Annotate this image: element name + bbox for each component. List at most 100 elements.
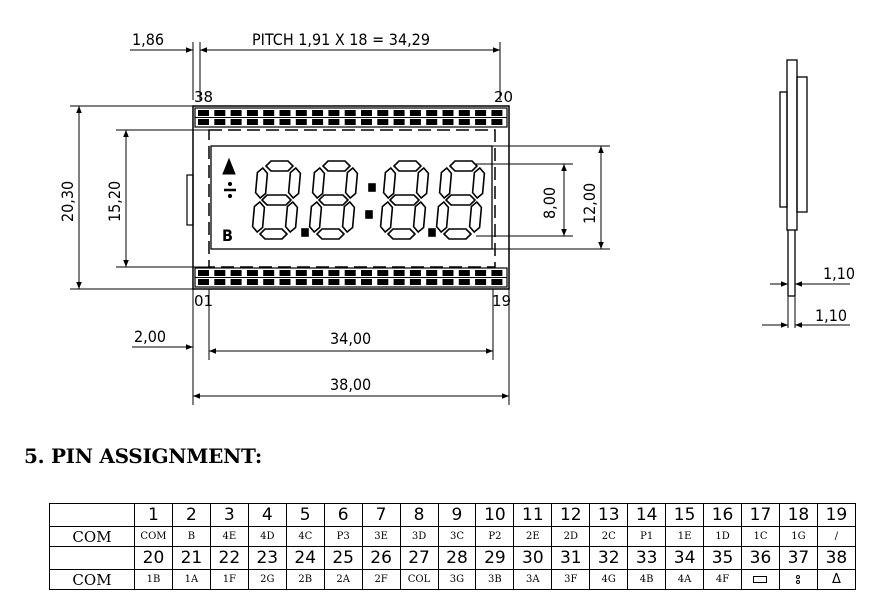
lcd-mechanical-drawing: B 1,86 PITCH 1,91 X 18 = 34,29 20,30 [58,30,855,405]
display-window [210,145,493,250]
pin-number: 6 [323,503,363,527]
pin-number: 23 [247,546,287,570]
top-pin-strip [194,107,508,128]
pin-pad [198,279,209,285]
pin-pad [312,110,324,116]
segment-cell: 2F [361,569,401,590]
pin-pad [361,270,372,276]
pin-pad [246,119,258,125]
pin-pad [409,279,421,285]
battery-label: B [222,226,233,245]
pin-pad [312,270,324,276]
viewing-area [208,129,496,268]
pin-number: 2 [171,503,211,527]
pin-pad [312,119,324,125]
dim-overall-width: 38,00 [330,375,371,394]
pin-pad [214,110,226,116]
segment-cell: P3 [323,526,363,547]
pin-pad [295,110,307,116]
pin-pad [409,270,421,276]
pin-pad [344,119,356,125]
digit-segment [251,200,266,234]
pin-pad [344,110,356,116]
segment-cell: 4B [627,569,667,590]
digit-segment [379,200,394,234]
digit-segment [468,200,483,234]
segment-cell: 4F [703,569,742,590]
pin-pad [312,279,324,285]
triangle-icon: Δ [831,572,841,587]
pin-pad [230,119,242,125]
pin-pad [491,279,503,285]
segment-cell: 3C [437,526,477,547]
segment-cell: 4C [285,526,325,547]
pin-pad [442,110,454,116]
segment-cell: 3E [361,526,401,547]
pin-pad [246,279,258,285]
digit-segment [435,200,450,234]
digit-segment [258,228,289,240]
segment-cell: 1E [665,526,705,547]
pin-number: 13 [589,503,629,527]
pin-pad [377,110,389,116]
colon-icon [796,574,801,585]
pin-pad [263,110,275,116]
digit-segment [317,194,350,206]
pin-number: 1 [134,503,173,527]
digit-segment [284,200,299,234]
section-title: 5. PIN ASSIGNMENT: [24,444,262,468]
pin-pad [442,270,454,276]
pin-number: 38 [816,546,857,570]
segment-cell: P1 [627,526,667,547]
segment-cell: P2 [475,526,515,547]
digit-segment [264,160,295,172]
digit-segment [386,228,417,240]
pin-pad [361,279,372,285]
pin-pad [458,279,470,285]
pin-pad [458,270,470,276]
rectangle-icon [753,576,768,583]
bottom-pin-strip [194,267,508,288]
dim-left-margin: 2,00 [134,327,166,346]
digit-segment [442,228,473,240]
pin-pad [279,279,291,285]
pin-pad [198,119,209,125]
pin-number: 33 [627,546,667,570]
pin-pad [377,270,389,276]
pin-pad [246,270,258,276]
pin-pad [230,270,242,276]
pin-number: 11 [513,503,553,527]
pin-number: 21 [171,546,211,570]
pin-number: 18 [778,503,818,527]
dim-glass-top: 1,10 [823,264,855,283]
segment-cell: 1A [171,569,211,590]
segment-cell: 1B [134,569,173,590]
left-tab [186,174,194,226]
pin-label-01: 01 [194,292,213,310]
pin-number: 17 [741,503,780,527]
pin-number: 5 [285,503,325,527]
pin-pad [361,119,372,125]
digit-segment [444,194,477,206]
dim-glass-bottom: 1,10 [815,306,847,325]
digit-segment [311,166,326,200]
segment-cell [741,569,780,590]
segment-cell: 1D [703,526,742,547]
pin-pad [393,279,405,285]
pin-number: 36 [741,546,780,570]
pin-pad [246,110,258,116]
pin-pad [230,110,242,116]
pin-pad [458,110,470,116]
pin-number: 3 [209,503,249,527]
dim-viewing-width: 34,00 [330,329,371,348]
table-cell [49,546,135,570]
pin-pad [328,119,340,125]
pin-number: 19 [816,503,857,527]
pin-pad [426,270,438,276]
digit-segment [344,166,359,200]
pin-pad [475,110,487,116]
pin-number: 15 [665,503,705,527]
pin-pad [475,270,487,276]
